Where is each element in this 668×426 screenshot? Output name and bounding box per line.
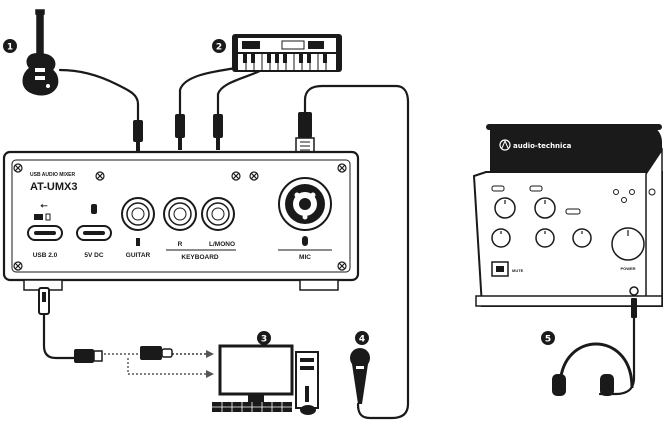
xlr-plug [295, 112, 315, 155]
mixer-subtitle: USB AUDIO MIXER [30, 172, 75, 178]
usb-a-plug [74, 349, 103, 363]
cables [42, 66, 636, 420]
microphone-icon [350, 348, 370, 404]
badge-5: 5 [541, 331, 555, 345]
keyboard-plug-r [175, 114, 185, 150]
badge-1: 1 [3, 39, 17, 53]
headphones-icon [552, 342, 634, 396]
front-brand: audio-technica [513, 142, 572, 150]
svg-text:1: 1 [7, 43, 13, 53]
mute-button[interactable]: MUTE [491, 261, 524, 277]
keyboard-cable-r [178, 66, 238, 116]
svg-text:2: 2 [216, 43, 222, 53]
guitar-plug [133, 120, 143, 152]
power-label: POWER [620, 266, 635, 271]
keyboard-group-label: KEYBOARD [181, 254, 219, 261]
usb-cable [42, 310, 76, 360]
usb-c-plug [38, 287, 50, 315]
svg-text:5: 5 [545, 335, 551, 345]
mic-cable [303, 84, 410, 420]
usb-port-label: USB 2.0 [33, 252, 58, 259]
badge-3: 3 [257, 331, 271, 345]
arrow-head [206, 350, 214, 358]
badge-4: 4 [355, 331, 369, 345]
mixer-front-unit: audio-technica M [472, 124, 663, 318]
usb-port[interactable]: ⭠ USB 2.0 [27, 200, 63, 259]
mic-jack-label: MIC [299, 254, 311, 261]
mixer-model: AT-UMX3 [30, 181, 77, 193]
electric-guitar-icon [22, 9, 59, 96]
guitar-jack[interactable]: GUITAR [121, 197, 155, 259]
svg-text:4: 4 [359, 335, 365, 345]
dc-port[interactable]: 5V DC [76, 204, 112, 259]
dc-port-label: 5V DC [84, 252, 103, 259]
guitar-cable [58, 68, 140, 122]
badge-2: 2 [212, 39, 226, 53]
guitar-jack-label: GUITAR [126, 252, 151, 259]
gain-knob[interactable] [494, 197, 516, 219]
keyboard-plug-l [213, 114, 223, 150]
keyboard-r-label: R [178, 241, 183, 248]
level-knob[interactable] [491, 228, 511, 248]
arrow-head [206, 370, 214, 378]
level-knob[interactable] [535, 228, 555, 248]
svg-text:3: 3 [261, 335, 267, 345]
level-knob[interactable] [572, 228, 592, 248]
gain-knob[interactable] [534, 197, 556, 219]
desktop-computer-icon [212, 344, 319, 415]
power-knob[interactable] [611, 227, 645, 261]
keyboard-l-label: L/MONO [209, 241, 235, 248]
headphone-output[interactable] [629, 286, 639, 296]
usb-symbol-icon: ⭠ [40, 200, 48, 210]
mute-label: MUTE [512, 268, 524, 273]
usb-c-adapter [140, 346, 173, 360]
mic-combo-jack[interactable]: MIC [278, 177, 332, 261]
synth-keyboard-icon [232, 34, 342, 72]
keyboard-cable-l [216, 68, 264, 116]
audio-technica-logo-icon [499, 139, 511, 151]
keyboard-jack-l[interactable]: L/MONO [201, 197, 235, 248]
keyboard-jack-r[interactable]: R [163, 197, 197, 248]
headphone-cable [598, 316, 636, 396]
headphone-plug [631, 298, 637, 318]
mixer-rear-panel: USB AUDIO MIXER AT-UMX3 ⭠ USB 2.0 5V DC … [2, 150, 360, 291]
